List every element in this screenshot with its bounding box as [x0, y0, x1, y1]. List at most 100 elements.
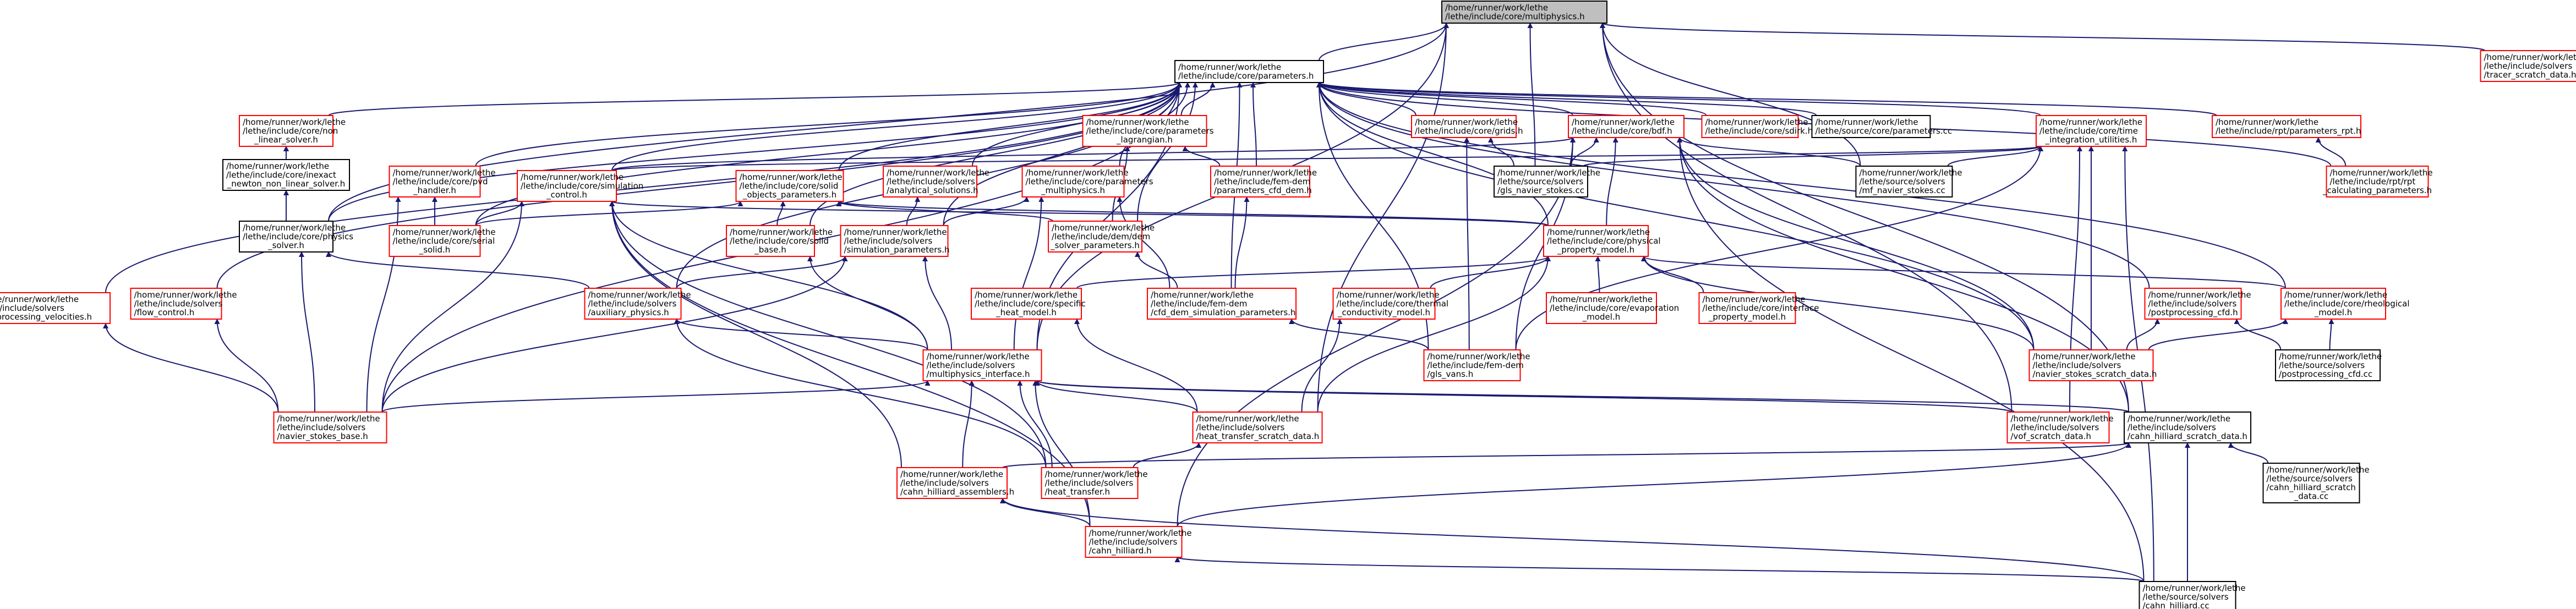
- file-node-tracer[interactable]: /home/runner/work/lethe/lethe/include/so…: [2480, 50, 2576, 82]
- node-label-line: /lethe/include/fem-dem: [1151, 299, 1247, 309]
- node-label-line: _property_model.h: [1708, 312, 1786, 322]
- node-label-line: /gls_vans.h: [1428, 369, 1474, 380]
- file-node-param[interactable]: /home/runner/work/lethe/lethe/include/co…: [1174, 60, 1324, 83]
- file-node-nonlin[interactable]: /home/runner/work/lethe/lethe/include/co…: [239, 115, 346, 147]
- node-label-line: /lethe/source/solvers: [1859, 177, 1945, 186]
- node-box: [1546, 292, 1657, 324]
- dependency-edge-evap-to-physprop: [1595, 256, 1601, 293]
- dependency-edge-solidbase-to-solidobj: [776, 201, 786, 226]
- file-node-inexact[interactable]: /home/runner/work/lethe/lethe/include/co…: [222, 159, 350, 191]
- node-box: [1701, 115, 1799, 138]
- dependency-edge-ch-to-chasm: [1000, 498, 1091, 527]
- node-label-line: /home/runner/work/lethe: [887, 168, 989, 178]
- node-label-line: /home/runner/work/lethe: [927, 352, 1030, 361]
- file-node-vofsd[interactable]: /home/runner/work/lethe/lethe/include/so…: [2006, 412, 2114, 443]
- file-node-paramcc[interactable]: /home/runner/work/lethe/lethe/source/cor…: [1811, 115, 1952, 138]
- dependency-edge-chcc-to-chasm: [1000, 498, 2145, 582]
- node-label-line: /lethe/include/solvers: [2148, 299, 2237, 309]
- file-node-specheat[interactable]: /home/runner/work/lethe/lethe/include/co…: [971, 288, 1086, 320]
- node-box: [584, 288, 682, 320]
- file-node-grids[interactable]: /home/runner/work/lethe/lethe/include/co…: [1411, 115, 1523, 138]
- file-node-chsd[interactable]: /home/runner/work/lethe/lethe/include/so…: [2124, 412, 2251, 443]
- dependency-edge-grids-to-param: [1316, 82, 1416, 116]
- file-node-ch[interactable]: /home/runner/work/lethe/lethe/include/so…: [1085, 526, 1192, 558]
- file-node-postcfd[interactable]: /home/runner/work/lethe/lethe/include/so…: [2144, 288, 2251, 320]
- file-node-glsns[interactable]: /home/runner/work/lethe/lethe/source/sol…: [1494, 166, 1600, 197]
- file-node-solidobj[interactable]: /home/runner/work/lethe/lethe/include/co…: [735, 170, 844, 202]
- dependency-edge-physprop-to-simctrl: [609, 201, 1549, 226]
- dependency-edge-simparam-to-paramsmp: [943, 196, 1030, 226]
- file-node-rptcalc[interactable]: /home/runner/work/lethe/lethe/include/rp…: [2322, 166, 2433, 197]
- dependency-edge-demparam-to-param: [1137, 82, 1198, 222]
- node-label-line: /home/runner/work/lethe: [1045, 469, 1148, 479]
- node-box: [389, 166, 481, 197]
- node-label-line: /home/runner/work/lethe: [521, 172, 624, 182]
- file-node-postcfdcc[interactable]: /home/runner/work/lethe/lethe/source/sol…: [2275, 349, 2382, 381]
- file-node-thermal[interactable]: /home/runner/work/lethe/lethe/include/co…: [1332, 288, 1449, 320]
- node-label-line: /lethe/include/solvers: [134, 299, 223, 309]
- node-box: [971, 288, 1082, 320]
- file-node-aux[interactable]: /home/runner/work/lethe/lethe/include/so…: [584, 288, 691, 320]
- file-node-mp[interactable]: /home/runner/work/lethe/lethe/include/co…: [1441, 1, 1607, 24]
- file-node-simctrl[interactable]: /home/runner/work/lethe/lethe/include/co…: [517, 170, 643, 202]
- file-node-cfddem[interactable]: /home/runner/work/lethe/lethe/include/fe…: [1147, 288, 1297, 320]
- file-node-sdirk[interactable]: /home/runner/work/lethe/lethe/include/co…: [1701, 115, 1813, 138]
- file-node-rheo[interactable]: /home/runner/work/lethe/lethe/include/co…: [2280, 288, 2410, 320]
- node-label-line: /tracer_scratch_data.h: [2484, 70, 2576, 80]
- file-node-htsd[interactable]: /home/runner/work/lethe/lethe/include/so…: [1192, 412, 1323, 443]
- node-label-line: /lethe/include/solvers: [277, 423, 366, 432]
- file-node-analytical[interactable]: /home/runner/work/lethe/lethe/include/so…: [883, 166, 989, 197]
- file-node-postvel[interactable]: /home/runner/work/lethe/lethe/include/so…: [0, 292, 111, 324]
- node-box: [1048, 221, 1142, 253]
- node-label-line: /lethe/include/solvers: [1196, 423, 1285, 432]
- dependency-edge-femparam-to-param: [1250, 82, 1257, 167]
- node-box: [239, 221, 333, 253]
- file-node-nssd[interactable]: /home/runner/work/lethe/lethe/include/so…: [2028, 349, 2157, 381]
- dependency-edge-mpi-to-paramsmp: [1013, 196, 1044, 350]
- file-node-mfns[interactable]: /home/runner/work/lethe/lethe/source/sol…: [1855, 166, 1962, 197]
- dependency-edge-physprop-to-solidobj: [836, 201, 1549, 226]
- file-node-mpi[interactable]: /home/runner/work/lethe/lethe/include/so…: [922, 349, 1042, 381]
- file-node-paramsmp[interactable]: /home/runner/work/lethe/lethe/include/co…: [1021, 166, 1153, 197]
- file-node-simparam[interactable]: /home/runner/work/lethe/lethe/include/so…: [840, 225, 950, 257]
- node-label-line: /parameters_cfd_dem.h: [1214, 185, 1312, 196]
- node-label-line: /lethe/include/solvers: [900, 478, 989, 488]
- dependency-edge-rheo-to-physprop: [1641, 256, 2286, 289]
- dependency-edge-simparam-to-analytical: [906, 196, 921, 226]
- node-label-line: /lethe/include/rpt/rpt: [2330, 177, 2416, 186]
- file-node-evap[interactable]: /home/runner/work/lethe/lethe/include/co…: [1546, 292, 1679, 324]
- dependency-edge-mpi-to-solidbase: [807, 256, 928, 350]
- file-node-chsdcc[interactable]: /home/runner/work/lethe/lethe/source/sol…: [2262, 463, 2370, 503]
- file-node-pvd[interactable]: /home/runner/work/lethe/lethe/include/co…: [389, 166, 496, 197]
- file-node-serial[interactable]: /home/runner/work/lethe/lethe/include/co…: [389, 225, 496, 257]
- node-label-line: /home/runner/work/lethe: [2143, 583, 2246, 593]
- file-node-femparam[interactable]: /home/runner/work/lethe/lethe/include/fe…: [1210, 166, 1317, 197]
- dependency-edge-nsbase-to-simctrl: [381, 201, 524, 413]
- file-node-physsolver[interactable]: /home/runner/work/lethe/lethe/include/co…: [239, 221, 353, 253]
- file-node-paramlag[interactable]: /home/runner/work/lethe/lethe/include/co…: [1082, 115, 1214, 147]
- file-node-rptparam[interactable]: /home/runner/work/lethe/lethe/include/rp…: [2212, 115, 2361, 138]
- file-node-chcc[interactable]: /home/runner/work/lethe/lethe/source/sol…: [2139, 581, 2246, 609]
- file-node-interface[interactable]: /home/runner/work/lethe/lethe/include/co…: [1698, 292, 1819, 324]
- file-node-ht[interactable]: /home/runner/work/lethe/lethe/include/so…: [1041, 467, 1148, 499]
- node-label-line: _linear_solver.h: [254, 135, 318, 145]
- file-node-nsbase[interactable]: /home/runner/work/lethe/lethe/include/so…: [273, 412, 387, 443]
- file-node-flowctrl[interactable]: /home/runner/work/lethe/lethe/include/so…: [130, 288, 237, 320]
- node-box: [1411, 115, 1517, 138]
- node-box: [883, 166, 977, 197]
- node-label-line: /home/runner/work/lethe: [1214, 168, 1317, 178]
- file-node-glsvans[interactable]: /home/runner/work/lethe/lethe/include/fe…: [1423, 349, 1530, 381]
- node-label-line: /home/runner/work/lethe: [2216, 117, 2318, 127]
- file-node-demparam[interactable]: /home/runner/work/lethe/lethe/include/de…: [1048, 221, 1155, 253]
- dependency-edge-mfns-to-timeint: [1947, 146, 2043, 167]
- dependency-edge-simctrl-to-bdf: [611, 137, 1576, 171]
- file-node-timeint[interactable]: /home/runner/work/lethe/lethe/include/co…: [2036, 115, 2147, 147]
- dependency-edge-nssd-to-physprop: [1641, 256, 2034, 350]
- file-node-solidbase[interactable]: /home/runner/work/lethe/lethe/include/co…: [726, 225, 833, 257]
- dependency-edge-ht-to-mpi: [1017, 380, 1053, 468]
- node-label-line: _integration_utilities.h: [2045, 135, 2137, 145]
- file-node-bdf[interactable]: /home/runner/work/lethe/lethe/include/co…: [1568, 115, 1684, 138]
- dependency-edge-htsd-to-mpi: [1034, 380, 1198, 413]
- file-node-chasm[interactable]: /home/runner/work/lethe/lethe/include/so…: [896, 467, 1014, 499]
- file-node-physprop[interactable]: /home/runner/work/lethe/lethe/include/co…: [1543, 225, 1661, 257]
